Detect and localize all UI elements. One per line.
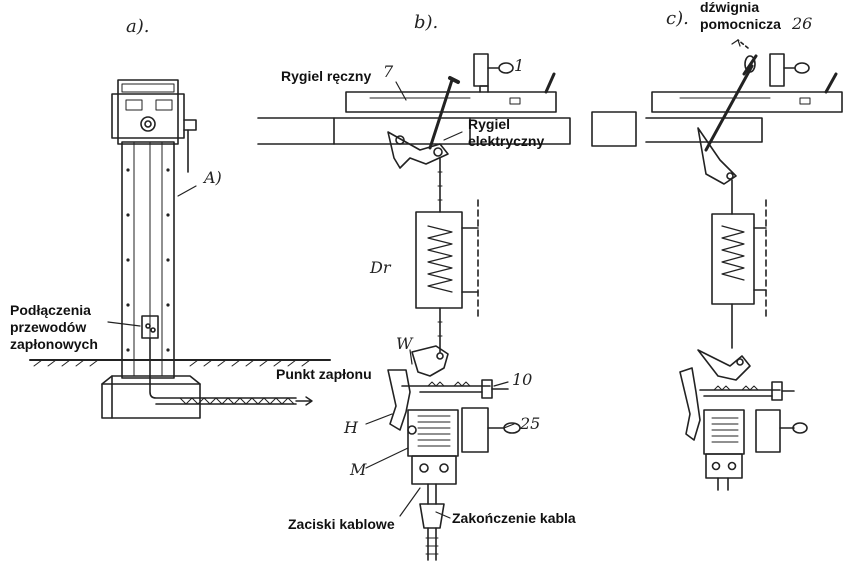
ref-25: 25 — [520, 414, 541, 433]
ref-M: M — [350, 460, 367, 479]
label-podlaczenia-przewodow: Podłączenia przewodów zapłonowych — [10, 302, 98, 352]
ref-A: A) — [204, 168, 222, 187]
ref-7: 7 — [383, 62, 394, 81]
label-dzwignia-pomocnicza: dźwignia pomocnicza — [700, 0, 781, 32]
panel-label-b: b). — [414, 12, 439, 33]
label-zakonczenie-kabla: Zakończenie kabla — [452, 510, 576, 526]
panel-b-mechanism — [257, 53, 571, 561]
leader-lines — [107, 81, 515, 519]
label-rygiel-reczny: Rygiel ręczny — [281, 68, 372, 84]
ref-H: H — [344, 418, 358, 437]
ref-10: 10 — [512, 370, 533, 389]
ref-1: 1 — [514, 56, 525, 75]
label-rygiel-elektryczny: Rygiel elektryczny — [468, 116, 545, 149]
panel-label-c: c). — [666, 8, 689, 29]
panel-c-mechanism — [591, 39, 843, 491]
panel-a-column — [29, 79, 331, 419]
label-zaciski-kablowe: Zaciski kablowe — [288, 516, 395, 532]
label-punkt-zaplonu: Punkt zapłonu — [276, 366, 372, 382]
ref-Dr: Dr — [370, 258, 391, 277]
panel-label-a: a). — [126, 16, 150, 37]
ref-26: 26 — [792, 14, 813, 33]
ref-W: W — [396, 334, 413, 353]
